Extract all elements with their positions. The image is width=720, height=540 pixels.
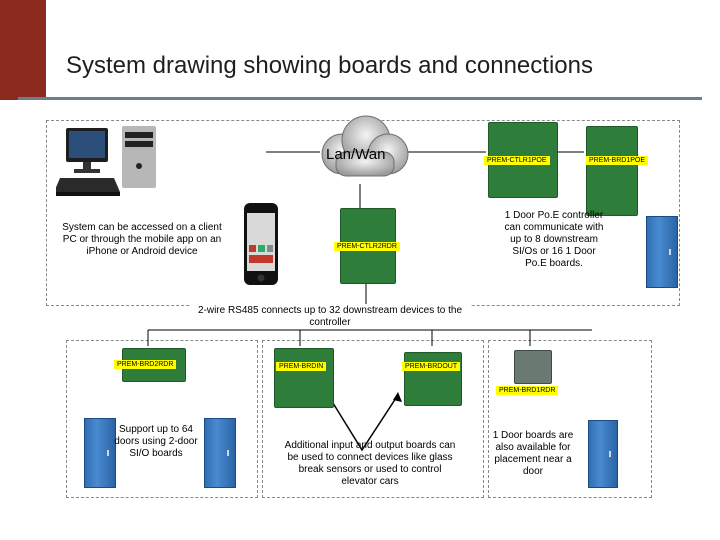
smartphone-icon	[244, 203, 278, 285]
controller-board-top-b	[586, 126, 638, 216]
label-brdout: PREM-BRDOUT	[402, 362, 461, 371]
door-cabinet-right	[588, 420, 618, 488]
header-accent	[0, 0, 46, 100]
desktop-pc-icon	[54, 126, 166, 206]
poe-description: 1 Door Po.E controller can communicate w…	[504, 210, 604, 269]
header-rule	[18, 97, 702, 100]
door-cabinet-top-right	[646, 216, 678, 288]
door-cabinet-left-b	[204, 418, 236, 488]
header-panel	[46, 0, 720, 100]
middle-bottom-group-box	[262, 340, 484, 498]
board-output	[404, 352, 462, 406]
rs485-description: 2-wire RS485 connects up to 32 downstrea…	[190, 305, 470, 329]
label-brd1poe: PREM-BRD1POE	[586, 156, 649, 165]
board-input	[274, 348, 334, 408]
label-brd2rdr: PREM-BRD2RDR	[114, 360, 177, 369]
access-description: System can be accessed on a client PC or…	[62, 222, 222, 257]
io-description: Additional input and output boards can b…	[284, 440, 456, 487]
door-cabinet-left-a	[84, 418, 116, 488]
left-bottom-group-box	[66, 340, 258, 498]
page-title: System drawing showing boards and connec…	[66, 52, 593, 79]
cloud-icon	[314, 112, 414, 186]
label-brd1rdr: PREM-BRD1RDR	[496, 386, 559, 395]
support-description: Support up to 64 doors using 2-door SI/O…	[114, 424, 198, 459]
label-ctlr1poe: PREM-CTLR1POE	[484, 156, 550, 165]
cloud-label: Lan/Wan	[326, 146, 386, 163]
board-1rdr	[514, 350, 552, 384]
one-door-description: 1 Door boards are also available for pla…	[492, 430, 574, 477]
label-ctlr2rdr: PREM-CTLR2RDR	[334, 242, 400, 251]
right-bottom-group-box	[488, 340, 652, 498]
label-brdin: PREM-BRDIN	[276, 362, 327, 371]
